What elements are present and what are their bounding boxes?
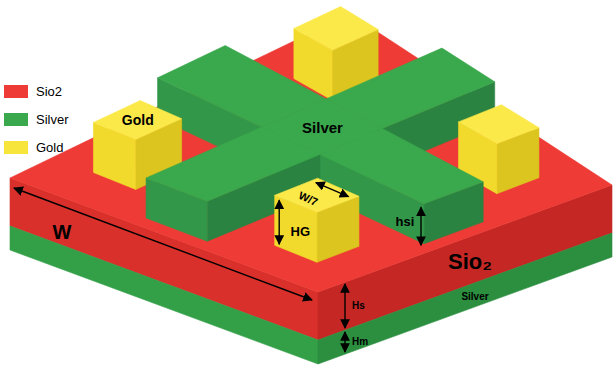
dimension-label: W/7: [297, 190, 319, 208]
legend-entry: Gold: [4, 140, 63, 155]
legend-text: Silver: [36, 112, 69, 127]
gold-cube-top: [294, 7, 378, 51]
dimension-label: HG: [291, 224, 311, 237]
legend-text: Gold: [36, 140, 63, 155]
dimension-label: W: [53, 222, 72, 242]
legend-swatch: [4, 141, 28, 154]
gold-cube-top: [459, 105, 539, 144]
material-label: Silver: [302, 120, 343, 135]
legend-entry: Sio2: [4, 84, 62, 99]
height-dimension-arrow: [344, 332, 345, 352]
material-label: Silver: [461, 292, 488, 302]
height-dimension-arrow: [344, 284, 345, 328]
gold-cube-top: [275, 178, 359, 212]
width-dimension-arrow: [316, 183, 349, 197]
dimension-label: Hs: [352, 301, 365, 311]
legend-text: Sio2: [36, 84, 62, 99]
gold-cube-top: [93, 101, 181, 140]
legend-entry: Silver: [4, 112, 69, 127]
legend-swatch: [4, 113, 28, 126]
sio2-top-face: [10, 14, 612, 292]
dimension-label: hsi: [396, 215, 415, 228]
height-dimension-arrow: [279, 200, 280, 244]
height-dimension-arrow: [420, 207, 421, 245]
material-label: Sio₂: [448, 251, 492, 273]
width-dimension-arrow: [14, 188, 312, 300]
legend-swatch: [4, 85, 28, 98]
dimension-label: Hm: [352, 337, 368, 347]
material-label: Gold: [122, 113, 154, 127]
